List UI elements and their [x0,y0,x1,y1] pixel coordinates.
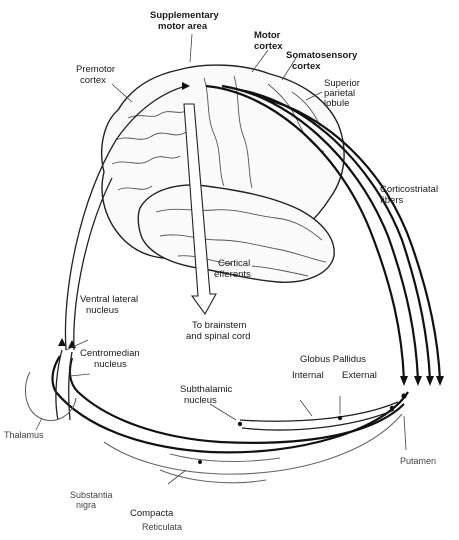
gp-external-to-stn [240,402,398,421]
label-motor-cortex: Motor cortex [254,30,283,52]
label-centromedian-nucleus: Centromedian nucleus [80,348,142,370]
label-brainstem-spinal-cord: To brainstem and spinal cord [186,320,250,342]
brain-cerebrum [102,65,344,282]
label-somatosensory-cortex: Somatosensory cortex [286,50,360,72]
label-reticulata: Reticulata [142,522,182,532]
label-subthalamic-nucleus: Subthalamic nucleus [180,384,235,406]
gp-internal-node [338,416,342,420]
nigral-loop-2 [160,470,266,483]
label-putamen: Putamen [400,456,436,466]
label-substantia-nigra: Substantia nigra [70,490,115,510]
gp-external-node [390,406,394,410]
label-gp-internal: Internal [292,370,324,381]
label-premotor-cortex: Premotor cortex [76,64,118,86]
label-supplementary-motor-area: Supplementary motor area [150,10,221,32]
label-corticostriatal-fibers: Corticostriatal fibers [380,184,441,206]
nigra-node [198,460,202,464]
label-compacta: Compacta [130,508,174,519]
label-ventral-lateral-nucleus: Ventral lateral nucleus [80,294,141,316]
label-superior-parietal-lobule: Superior parietal lobule [324,78,363,109]
label-gp-external: External [342,370,377,381]
subthalamic-node [238,422,242,426]
label-cortical-efferents: Cortical efferents [214,258,253,280]
nigral-loop-3 [170,454,280,461]
putamen-node [401,393,406,398]
label-thalamus: Thalamus [4,430,44,440]
label-globus-pallidus: Globus Pallidus [300,354,366,365]
